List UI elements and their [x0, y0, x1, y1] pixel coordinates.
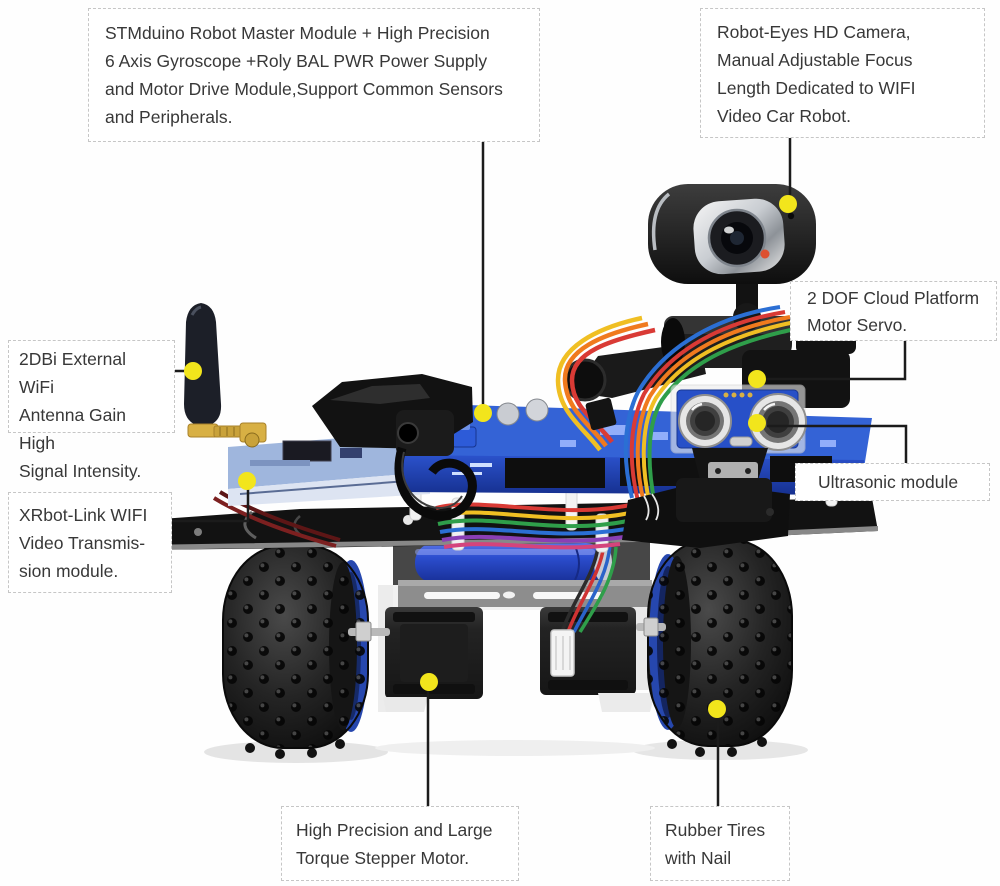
ultrasonic-eye-right: [749, 393, 807, 451]
leader-lines: [170, 138, 908, 806]
callout-cloud-platform-servo: 2 DOF Cloud Platform Motor Servo.: [790, 281, 997, 341]
dot-antenna: [184, 362, 202, 380]
battery-shelf: [398, 580, 652, 607]
leader-ultrasonic: [767, 424, 908, 463]
leader-cloud-servo: [766, 341, 907, 381]
dot-wifi-module: [238, 472, 256, 490]
stepper-motor-left: [383, 607, 483, 712]
dot-ultrasonic: [748, 414, 766, 432]
ultrasonic-eye-left: [678, 394, 732, 448]
dot-master-module: [474, 404, 492, 422]
ultrasonic-mount-servo: [622, 448, 790, 548]
callout-wifi-video-module: XRbot-Link WIFI Video Transmis- sion mod…: [8, 492, 172, 593]
motor-wire-harness: [550, 544, 618, 677]
camera-wire-loop: [555, 315, 656, 452]
battery-pack: [415, 543, 612, 583]
callout-ultrasonic-module: Ultrasonic module: [795, 463, 990, 501]
servo-ribbon-wires: [623, 305, 801, 506]
dot-cloud-servo: [748, 370, 766, 388]
right-wheel: [647, 539, 793, 757]
left-wheel-axle: [348, 621, 390, 642]
callout-rubber-tires: Rubber Tires with Nail: [650, 806, 790, 881]
callout-hd-camera: Robot-Eyes HD Camera, Manual Adjustable …: [700, 8, 985, 138]
leader-wifi-module: [172, 488, 250, 523]
callout-master-module: STMduino Robot Master Module + High Prec…: [88, 8, 540, 142]
callout-stepper-motor: High Precision and Large Torque Stepper …: [281, 806, 519, 881]
right-wheel-axle: [636, 617, 666, 637]
callout-wifi-antenna: 2DBi External WiFi Antenna Gain High Sig…: [8, 340, 175, 481]
dot-tires: [708, 700, 726, 718]
marker-dots: [184, 195, 797, 718]
wifi-antenna: [184, 303, 267, 443]
left-wheel: [222, 545, 369, 759]
dot-stepper: [420, 673, 438, 691]
dot-hd-camera: [779, 195, 797, 213]
ultrasonic-sensor: [670, 384, 807, 454]
wifi-video-board: [228, 431, 430, 506]
